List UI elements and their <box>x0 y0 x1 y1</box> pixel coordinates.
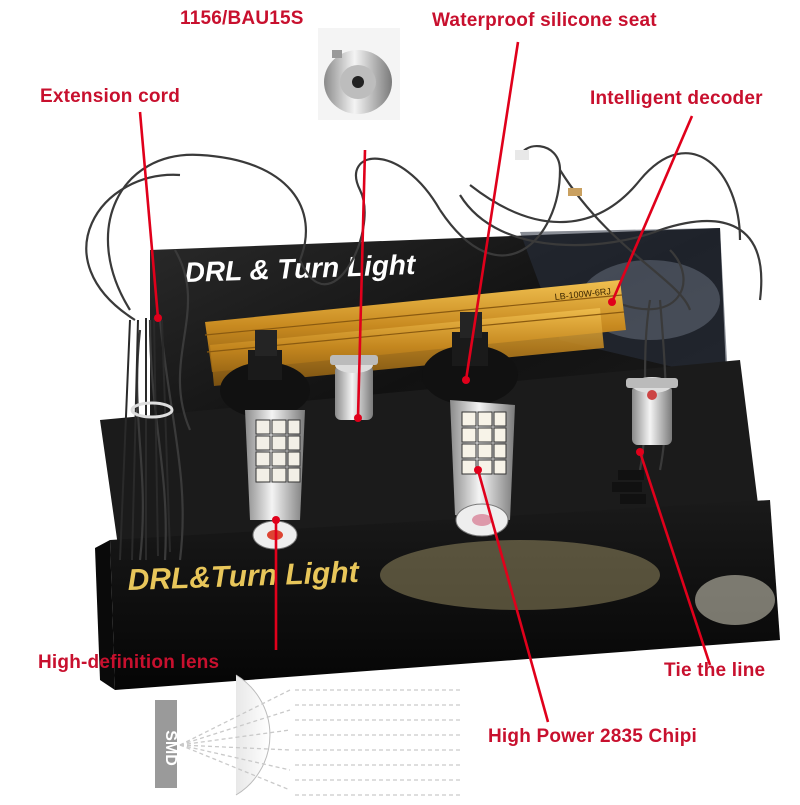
label-tie: Tie the line <box>664 660 766 681</box>
socket-bulb-right <box>626 377 678 445</box>
plug-connectors <box>612 470 646 504</box>
pointer-lines <box>138 41 712 723</box>
smd-lens-diagram: SMD <box>155 674 460 796</box>
socket-inset-photo <box>318 28 400 120</box>
pointer-tie <box>638 451 712 666</box>
wires <box>85 145 763 561</box>
connector <box>568 188 582 196</box>
coiled-cord <box>119 317 174 561</box>
label-lens: High-definition lens <box>38 652 220 673</box>
smd-label: SMD <box>162 730 179 766</box>
pointer-socket <box>356 149 367 419</box>
label-cord: Extension cord <box>40 86 181 107</box>
pointer-dots <box>154 298 644 524</box>
pointer-seat <box>464 41 520 381</box>
label-decoder: Intelligent decoder <box>590 88 763 109</box>
socket-bulb-center <box>330 355 378 420</box>
connector <box>515 150 529 160</box>
pointer-decoder <box>610 115 694 303</box>
label-chip: High Power 2835 Chipi <box>488 726 698 747</box>
label-socket: 1156/BAU15S <box>180 8 304 29</box>
label-seat: Waterproof silicone seat <box>432 10 657 31</box>
front-title: DRL&Turn Light <box>127 556 361 597</box>
pointer-chip <box>476 469 550 723</box>
led-bulb-left <box>220 330 310 550</box>
pointer-cord <box>138 111 160 319</box>
